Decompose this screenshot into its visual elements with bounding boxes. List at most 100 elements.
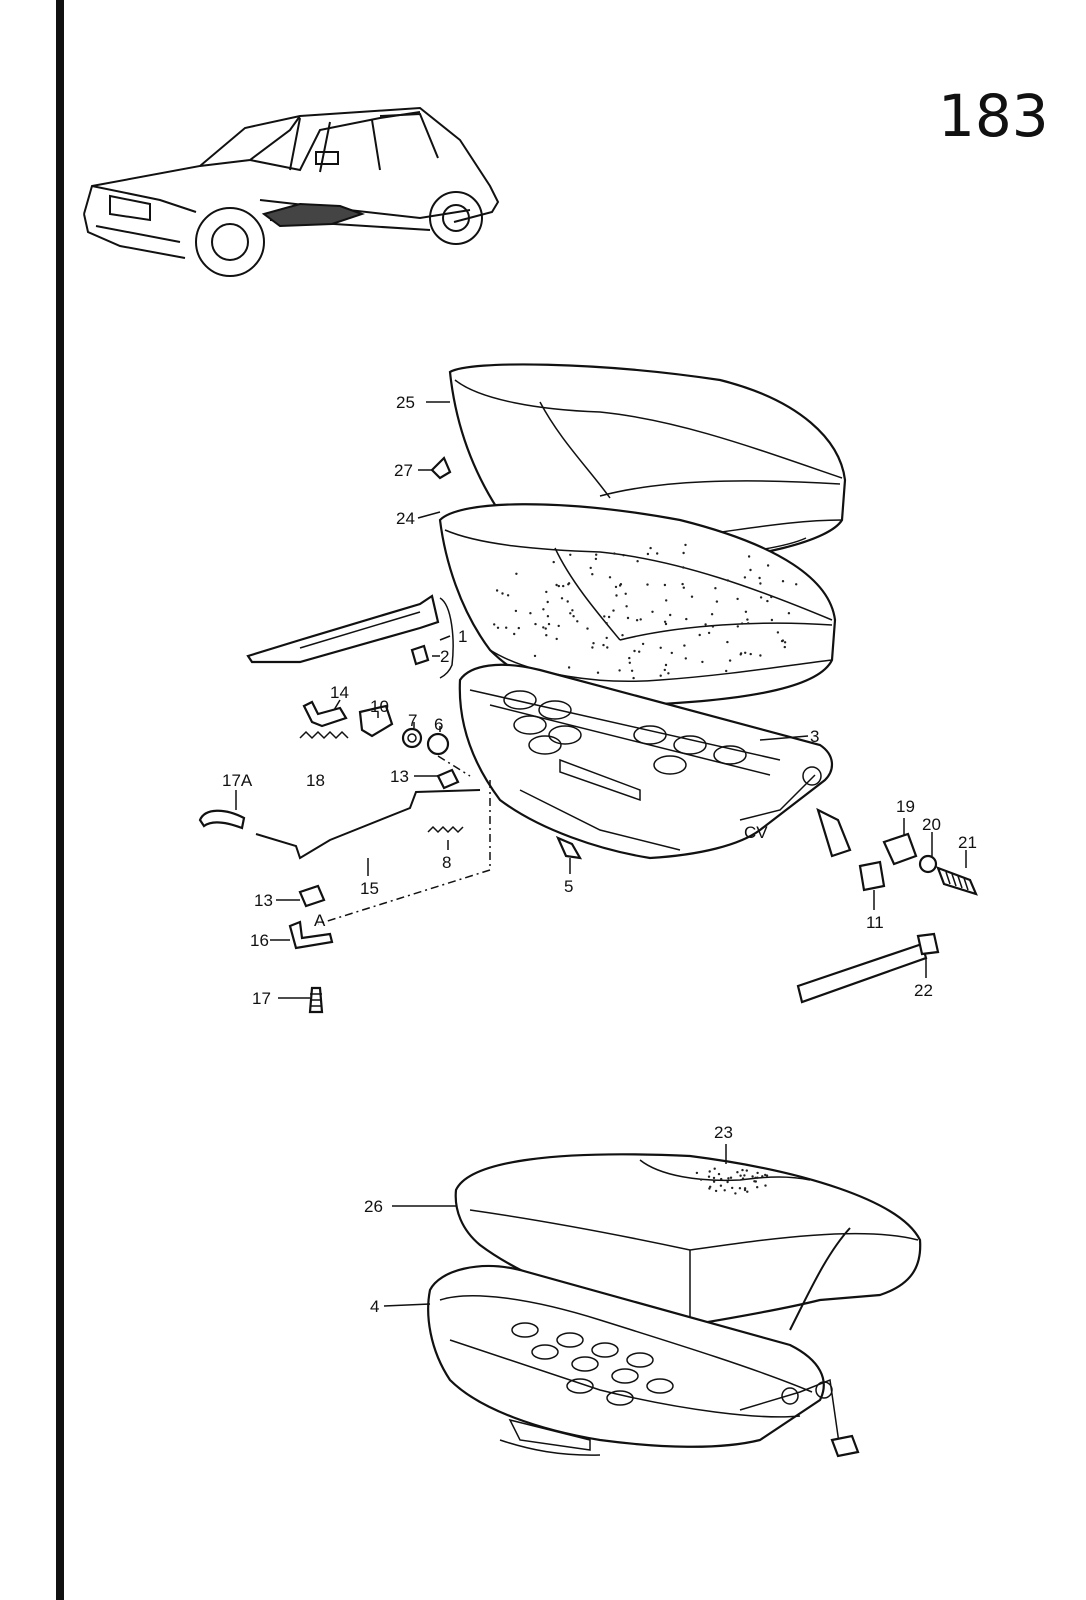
texture-dot xyxy=(586,627,589,630)
bushing-19 xyxy=(882,832,918,866)
texture-dot xyxy=(667,672,670,675)
texture-dot xyxy=(698,633,701,637)
spring-18 xyxy=(299,730,349,740)
texture-dot xyxy=(747,622,750,625)
texture-dot xyxy=(517,626,520,630)
callout-13-lower: 13 xyxy=(254,891,273,910)
texture-dot xyxy=(683,644,686,647)
texture-dot xyxy=(571,609,574,612)
texture-dot xyxy=(555,637,558,641)
texture-dot xyxy=(743,1174,746,1177)
texture-dot xyxy=(739,1174,742,1177)
texture-dot xyxy=(765,1174,769,1177)
texture-dot xyxy=(664,622,668,626)
texture-dot xyxy=(542,608,545,611)
texture-dot xyxy=(638,650,641,653)
texture-dot xyxy=(614,585,618,589)
texture-dot xyxy=(764,1184,767,1187)
texture-dot xyxy=(560,597,564,600)
callout-24: 24 xyxy=(396,509,415,528)
texture-dot xyxy=(651,610,654,613)
car-thumbnail xyxy=(83,106,500,277)
texture-dot xyxy=(783,641,787,644)
texture-dot xyxy=(717,1172,721,1176)
bolt-21 xyxy=(936,866,978,896)
texture-dot xyxy=(704,623,707,626)
texture-dot xyxy=(591,646,594,649)
texture-dot xyxy=(534,622,537,626)
screw-17 xyxy=(308,986,324,1014)
texture-dot xyxy=(684,543,687,547)
callout-23: 23 xyxy=(714,1123,733,1142)
texture-dot xyxy=(572,615,575,618)
texture-dot xyxy=(708,1170,711,1173)
texture-dot xyxy=(743,1187,747,1190)
callout-8: 8 xyxy=(442,853,451,872)
callout-1: 1 xyxy=(458,627,467,646)
texture-dot xyxy=(728,659,732,662)
texture-dot xyxy=(764,1173,767,1177)
texture-dot xyxy=(557,584,560,588)
texture-dot xyxy=(542,626,545,629)
texture-dot xyxy=(714,587,717,590)
texture-dot xyxy=(685,617,688,621)
release-rod-15 xyxy=(255,789,481,860)
callout-20: 20 xyxy=(922,815,941,834)
texture-dot xyxy=(749,568,752,572)
texture-dot xyxy=(726,640,729,644)
callout-25: 25 xyxy=(396,393,415,412)
texture-dot xyxy=(766,564,770,567)
texture-dot xyxy=(567,583,570,586)
texture-dot xyxy=(544,627,547,630)
texture-dot xyxy=(664,663,668,667)
texture-dot xyxy=(663,620,667,623)
texture-dot xyxy=(566,600,569,603)
callout-13-upper: 13 xyxy=(390,767,409,786)
texture-dot xyxy=(621,634,624,637)
texture-dot xyxy=(670,651,673,655)
texture-dot xyxy=(744,651,747,654)
bracket-11 xyxy=(858,860,886,892)
texture-dot xyxy=(711,625,715,628)
texture-dot xyxy=(710,613,714,616)
texture-dot xyxy=(663,668,666,672)
texture-dot xyxy=(723,1189,726,1192)
bracket-16 xyxy=(288,920,334,950)
texture-dot xyxy=(608,576,612,579)
bracket-10 xyxy=(358,704,394,738)
callout-4: 4 xyxy=(370,1297,379,1316)
texture-dot xyxy=(589,566,592,570)
texture-dot xyxy=(684,657,687,660)
hinge-detail xyxy=(816,807,852,858)
texture-dot xyxy=(741,1177,745,1180)
seat-frame xyxy=(427,1264,860,1458)
texture-dot xyxy=(739,652,743,655)
texture-dot xyxy=(745,1169,748,1172)
lever-14 xyxy=(302,700,348,728)
texture-dot xyxy=(759,596,763,599)
texture-dot xyxy=(715,600,719,603)
texture-dot xyxy=(699,1178,703,1181)
texture-dot xyxy=(615,594,618,597)
texture-dot xyxy=(690,595,694,598)
texture-dot xyxy=(770,595,773,599)
texture-dot xyxy=(681,582,684,586)
texture-dot xyxy=(639,618,642,621)
texture-dot xyxy=(630,669,634,672)
callouts: 25 27 24 1 2 14 10 7 6 18 17A 13 8 15 13… xyxy=(222,393,977,1316)
backrest-frame xyxy=(458,663,833,860)
texture-dot xyxy=(636,560,639,563)
texture-dot xyxy=(727,1177,730,1180)
texture-dot xyxy=(633,649,636,653)
texture-dot xyxy=(736,1171,739,1174)
texture-dot xyxy=(533,654,537,658)
callout-3: 3 xyxy=(810,727,819,746)
texture-dot xyxy=(754,1180,757,1183)
callout-19: 19 xyxy=(896,797,915,816)
texture-dot xyxy=(783,645,786,649)
callout-17: 17 xyxy=(252,989,271,1008)
texture-dot xyxy=(546,615,550,618)
texture-dot xyxy=(712,1176,716,1180)
texture-dot xyxy=(726,1180,729,1184)
